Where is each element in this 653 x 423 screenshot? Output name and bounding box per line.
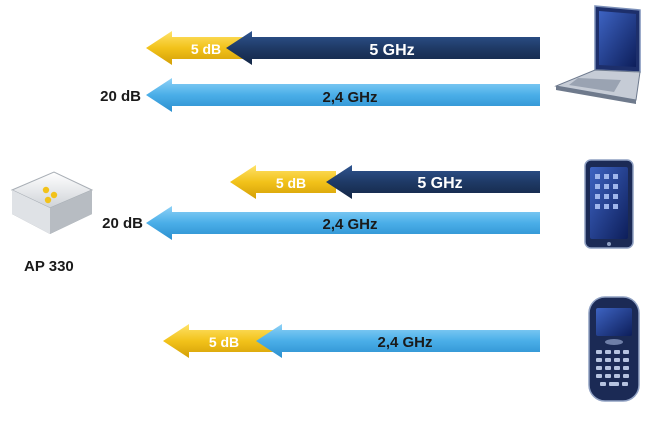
band-label: 2,4 GHz — [322, 216, 377, 233]
row-tablet: 5 dB 5 GHz 2,4 GHz 20 dB — [102, 159, 634, 249]
tablet-icon — [584, 159, 634, 249]
laptop-icon — [554, 5, 641, 104]
signal-arrow-navy — [326, 165, 540, 199]
loss-label: 5 dB — [209, 334, 239, 350]
row-phone: 5 dB 2,4 GHz — [163, 296, 640, 402]
band-label: 5 GHz — [369, 42, 414, 59]
access-point-icon — [10, 171, 94, 234]
band-label: 2,4 GHz — [322, 89, 377, 106]
signal-arrow-sky — [256, 324, 540, 358]
band-label: 2,4 GHz — [377, 334, 432, 351]
signal-arrow-sky — [146, 78, 540, 112]
loss-label: 20 dB — [102, 215, 143, 232]
signal-arrow-sky — [146, 206, 540, 240]
band-label: 5 GHz — [417, 175, 462, 192]
loss-label: 20 dB — [100, 88, 141, 105]
signal-arrow-navy — [226, 31, 540, 65]
signal-arrow-gold — [146, 31, 250, 65]
loss-label: 5 dB — [191, 41, 221, 57]
row-laptop: 5 dB 5 GHz 2,4 GHz 20 dB — [100, 5, 641, 112]
smartphone-icon — [588, 296, 640, 402]
signal-arrow-gold — [163, 324, 275, 358]
loss-label: 5 dB — [276, 175, 306, 191]
access-point-label: AP 330 — [24, 258, 74, 275]
signal-arrow-gold — [230, 165, 336, 199]
